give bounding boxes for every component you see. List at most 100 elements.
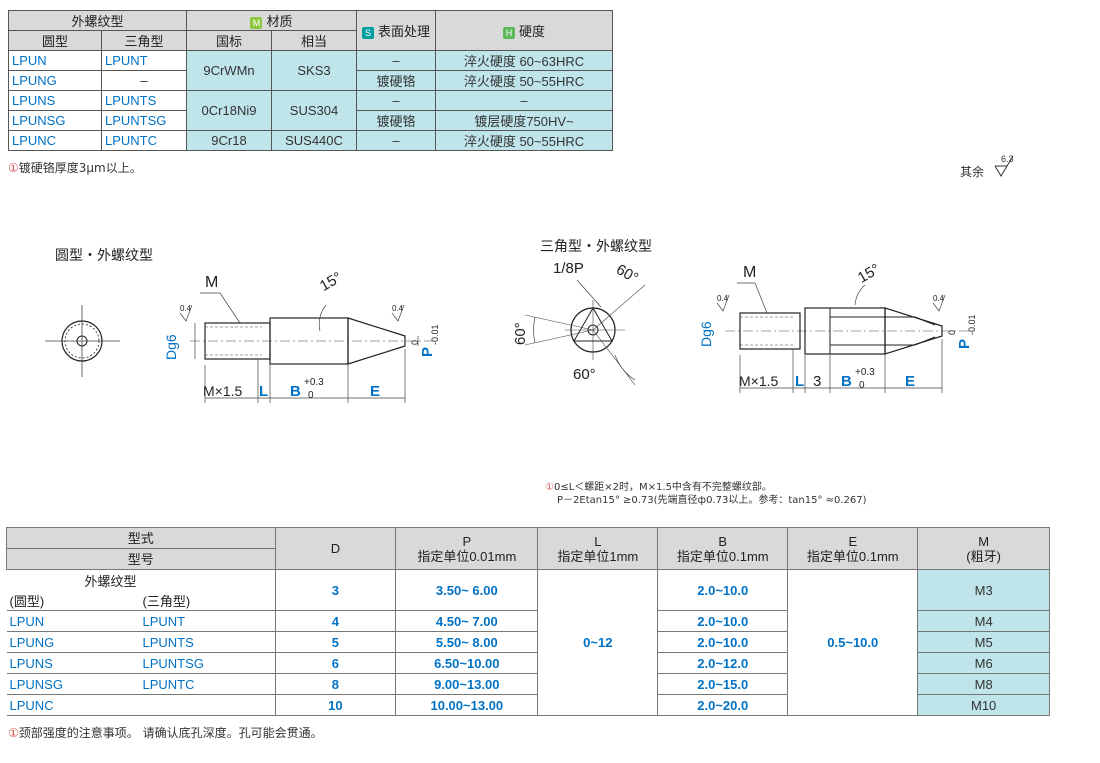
round-code[interactable]: LPUNC: [6, 694, 140, 716]
M-value: M5: [917, 631, 1050, 653]
round-code[interactable]: LPUN: [8, 50, 102, 71]
D-value: 4: [274, 610, 397, 632]
triangle-code[interactable]: LPUNTS: [139, 631, 276, 653]
triangle-code[interactable]: [139, 694, 276, 716]
header-type: 型式: [6, 527, 276, 549]
triangle-L-label: L: [795, 373, 804, 390]
M-value: M6: [917, 652, 1050, 674]
L-range: 0~12: [537, 569, 659, 716]
equivalent-material: SUS440C: [271, 130, 357, 151]
round-M-label: M: [205, 274, 218, 291]
round-P-tol-lower: -0.01: [430, 324, 440, 345]
round-end-view: [45, 305, 120, 377]
triangle-rough-right: 0.4: [933, 294, 945, 303]
table-row: 外螺纹型 3 3.50~ 6.00 0~12 2.0~10.0 0.5~10.0…: [6, 569, 1050, 716]
triangle-angle-left: 60°: [512, 322, 529, 345]
round-rough-right: 0.4: [392, 304, 404, 313]
roughness-symbol-icon: 6.3: [994, 154, 1014, 177]
surface-value: –: [356, 50, 436, 71]
triangle-eighth-label: 1/8P: [553, 260, 584, 277]
M-value: M10: [917, 694, 1050, 716]
D-value: 6: [274, 652, 397, 674]
table-row: LPUNC LPUNTC 9Cr18 SUS440C – 淬火硬度 50~55H…: [8, 130, 613, 151]
triangle-P-tol-lower: -0.01: [967, 314, 977, 335]
equivalent-material: SKS3: [271, 50, 357, 91]
round-drawing-title: 圆型・外螺纹型: [55, 248, 153, 264]
triangle-code[interactable]: LPUNTC: [139, 673, 276, 695]
material-badge-icon: M: [250, 16, 263, 29]
triangle-code[interactable]: LPUNT: [101, 50, 187, 71]
triangle-end-view: 1/8P 60° 60° 60°: [512, 260, 646, 386]
thread-group-label: 外螺纹型: [6, 569, 276, 590]
round-code[interactable]: LPUNG: [6, 631, 140, 653]
M-value: M4: [917, 610, 1050, 632]
table-row: LPUNG – 镀硬铬 淬火硬度 50~55HRC: [8, 70, 613, 91]
D-value: 8: [274, 673, 397, 695]
national-material: 9CrWMn: [186, 50, 272, 91]
table-row: LPUN LPUNT 9CrWMn SKS3 – 淬火硬度 60~63HRC: [8, 50, 613, 91]
hardness-badge-icon: H: [502, 26, 515, 39]
national-material: 9Cr18: [186, 130, 272, 151]
round-code[interactable]: LPUNSG: [6, 673, 140, 695]
drawing-notes: ①0≤L＜螺距×2时，M×1.5中含有不完整螺纹部。 P－2Etan15° ≥0…: [545, 482, 867, 506]
round-group-label: (圆型): [6, 590, 140, 611]
round-Dg6-label: Dg6: [163, 334, 179, 360]
B-value: 2.0~10.0: [657, 569, 789, 611]
round-L-label: L: [259, 383, 268, 400]
triangle-angle15: 15°: [855, 261, 883, 287]
triangle-M-label: M: [743, 264, 756, 281]
header-M: M(粗牙): [917, 527, 1050, 570]
triangle-code[interactable]: LPUNTSG: [101, 110, 187, 131]
surface-value: 镀硬铬: [356, 110, 436, 131]
round-angle-label: 15°: [317, 269, 345, 295]
triangle-code[interactable]: LPUNTC: [101, 130, 187, 151]
B-value: 2.0~10.0: [657, 631, 789, 653]
round-code[interactable]: LPUNS: [6, 652, 140, 674]
triangle-M15-label: M×1.5: [739, 373, 779, 389]
warning-icon: ①: [545, 482, 554, 493]
triangle-code[interactable]: LPUNTSG: [139, 652, 276, 674]
P-value: 6.50~10.00: [395, 652, 539, 674]
B-value: 2.0~12.0: [657, 652, 789, 674]
B-value: 2.0~20.0: [657, 694, 789, 716]
B-value: 2.0~10.0: [657, 610, 789, 632]
triangle-drawing-title: 三角型・外螺纹型: [540, 239, 652, 255]
triangle-group-label: (三角型): [139, 590, 276, 611]
round-type-drawing: M 15° 0.4 0.4 Dg6 P 0 -0.01 M×1.5 L B +0…: [45, 269, 440, 403]
triangle-angle-bottom: 60°: [573, 366, 596, 383]
hardness-value: 淬火硬度 60~63HRC: [435, 50, 613, 71]
warning-icon: ①: [8, 726, 19, 740]
D-value: 10: [274, 694, 397, 716]
header-D: D: [274, 527, 397, 570]
triangle-Dg6-label: Dg6: [698, 321, 714, 347]
M-value: M8: [917, 673, 1050, 695]
round-code[interactable]: LPUNG: [8, 70, 102, 91]
triangle-P-tol-upper: 0: [947, 330, 957, 335]
header-national: 国标: [186, 30, 272, 51]
triangle-side-view: M 15° 0.4 0.4 Dg6 P 0 -0.01 M×1.5 L 3 B …: [698, 261, 977, 393]
table-row: LPUNSG LPUNTSG 镀硬铬 镀层硬度750HV~: [8, 110, 613, 131]
round-B-label: B: [290, 383, 301, 400]
round-M15-label: M×1.5: [203, 383, 243, 399]
table-row: LPUNS LPUNTSG 6 6.50~10.00 2.0~12.0 M6: [6, 652, 1050, 674]
hardness-value: 淬火硬度 50~55HRC: [435, 130, 613, 151]
P-value: 3.50~ 6.00: [395, 569, 539, 611]
P-value: 9.00~13.00: [395, 673, 539, 695]
national-material: 0Cr18Ni9: [186, 90, 272, 131]
triangle-code[interactable]: LPUNT: [139, 610, 276, 632]
spec-note: ①镀硬铬厚度3μm以上。: [8, 161, 142, 175]
round-code[interactable]: LPUNC: [8, 130, 102, 151]
roughness-mark: 其余 6.3: [960, 152, 1029, 180]
round-code[interactable]: LPUN: [6, 610, 140, 632]
M-value: M3: [917, 569, 1050, 611]
round-code[interactable]: LPUNSG: [8, 110, 102, 131]
triangle-code[interactable]: LPUNTS: [101, 90, 187, 111]
round-code[interactable]: LPUNS: [8, 90, 102, 111]
E-range: 0.5~10.0: [787, 569, 919, 716]
table-row: LPUNC 10 10.00~13.00 2.0~20.0 M10: [6, 694, 1050, 716]
equivalent-material: SUS304: [271, 90, 357, 131]
